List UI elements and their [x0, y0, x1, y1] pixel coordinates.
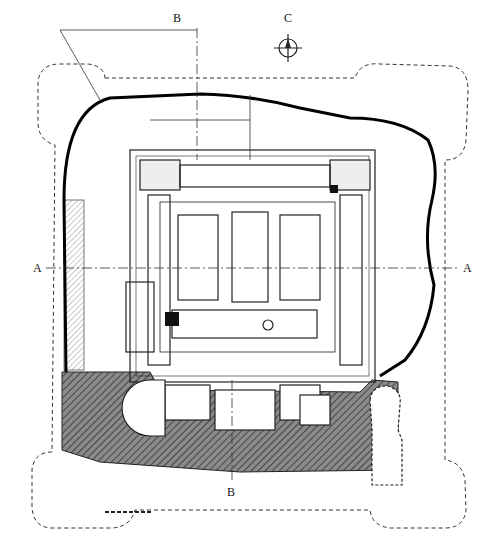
section-letter: B — [226, 486, 236, 499]
section-letter: B — [172, 12, 182, 25]
section-letter: C — [283, 12, 293, 25]
section-letter: A — [32, 262, 43, 275]
section-letter: A — [462, 262, 473, 275]
